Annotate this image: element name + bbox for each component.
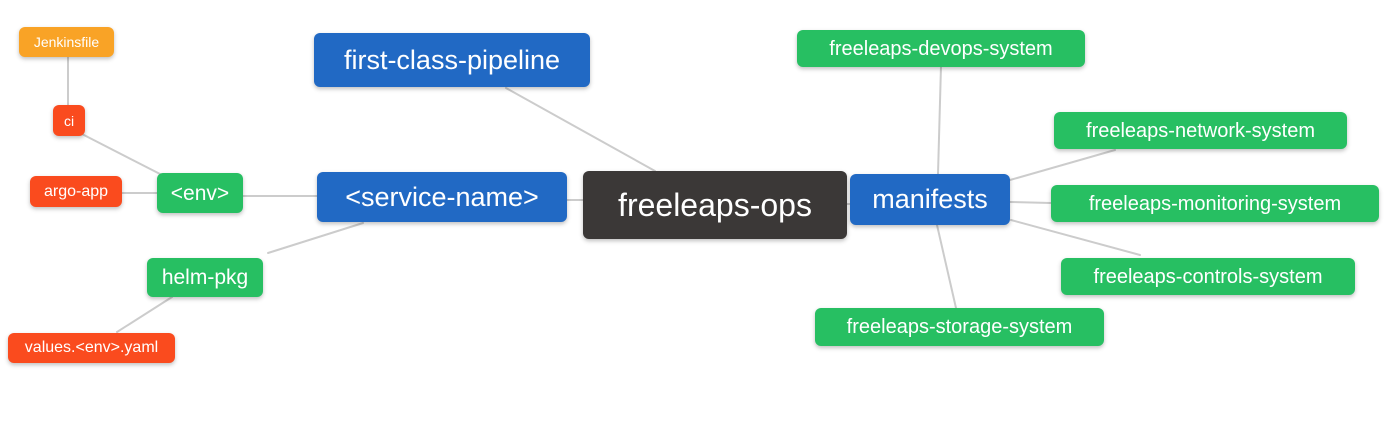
mindmap-node-devops-system[interactable]: freeleaps-devops-system xyxy=(797,30,1085,67)
mindmap-node-monitoring-system[interactable]: freeleaps-monitoring-system xyxy=(1051,185,1379,222)
connector-line-manifests-devops-system xyxy=(937,65,942,175)
mindmap-node-ci[interactable]: ci xyxy=(53,105,85,136)
mindmap-node-controls-system[interactable]: freeleaps-controls-system xyxy=(1061,258,1355,295)
mindmap-node-jenkinsfile[interactable]: Jenkinsfile xyxy=(19,27,114,57)
connector-line-manifests-controls-system xyxy=(1010,219,1141,256)
mindmap-node-first-class-pipeline[interactable]: first-class-pipeline xyxy=(314,33,590,87)
connector-line-manifests-storage-system xyxy=(936,224,957,309)
connector-line-manifests-monitoring-system xyxy=(1009,201,1052,204)
connector-line-helm-pkg-values-env-yaml xyxy=(116,296,173,333)
connector-line-first-class-pipeline-freeleaps-ops xyxy=(505,87,656,172)
mindmap-node-freeleaps-ops[interactable]: freeleaps-ops xyxy=(583,171,847,239)
mindmap-node-service-name[interactable]: <service-name> xyxy=(317,172,567,222)
mindmap-node-network-system[interactable]: freeleaps-network-system xyxy=(1054,112,1347,149)
mindmap-node-argo-app[interactable]: argo-app xyxy=(30,176,122,207)
mindmap-node-helm-pkg[interactable]: helm-pkg xyxy=(147,258,263,297)
mindmap-node-manifests[interactable]: manifests xyxy=(850,174,1010,225)
mindmap-node-values-env-yaml[interactable]: values.<env>.yaml xyxy=(8,333,175,363)
connector-line-service-name-helm-pkg xyxy=(267,222,364,254)
mindmap-node-env[interactable]: <env> xyxy=(157,173,243,213)
mindmap-node-storage-system[interactable]: freeleaps-storage-system xyxy=(815,308,1104,346)
connector-line-ci-env xyxy=(79,132,163,176)
connector-line-manifests-network-system xyxy=(1009,149,1116,181)
